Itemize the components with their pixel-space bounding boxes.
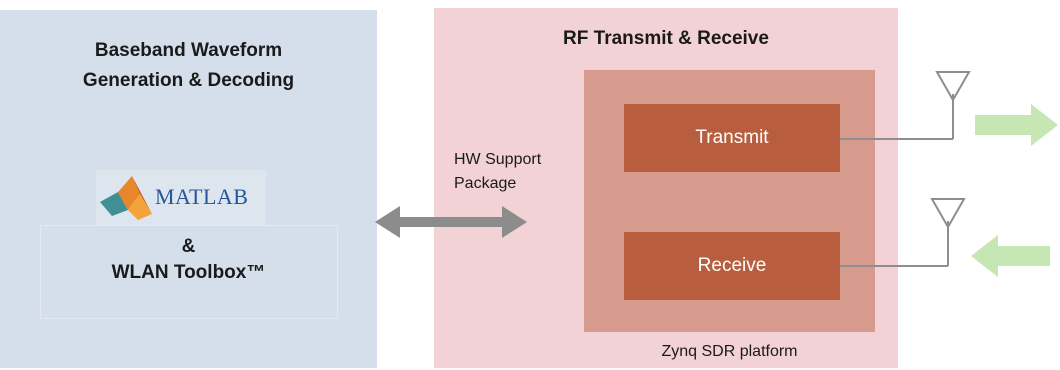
zynq-platform-label: Zynq SDR platform: [661, 343, 798, 360]
baseband-title-line1: Baseband Waveform: [94, 40, 283, 61]
matlab-wordmark: MATLAB: [155, 184, 249, 209]
hw-support-label: HW Support Package: [454, 148, 604, 196]
matlab-membrane-icon: [100, 176, 152, 220]
transmit-block: Transmit: [624, 104, 840, 172]
wlan-toolbox-label: WLAN Toolbox™: [111, 262, 266, 283]
toolbox-outline: [40, 225, 338, 319]
bidirectional-arrow-icon: [375, 206, 527, 238]
outgoing-signal-arrow-icon: [975, 104, 1058, 146]
hw-support-line1: HW Support: [454, 151, 542, 168]
transmit-antenna-icon: [840, 71, 971, 140]
receive-block: Receive: [624, 232, 840, 300]
baseband-panel-title: Baseband Waveform Generation & Decoding: [0, 36, 377, 96]
rf-panel-title: RF Transmit & Receive: [563, 28, 769, 49]
hw-support-line2: Package: [454, 175, 517, 192]
receive-antenna-icon: [840, 198, 966, 267]
incoming-signal-arrow-icon: [971, 235, 1050, 277]
toolbox-ampersand: &: [181, 236, 196, 257]
baseband-title-line2: Generation & Decoding: [82, 70, 295, 91]
